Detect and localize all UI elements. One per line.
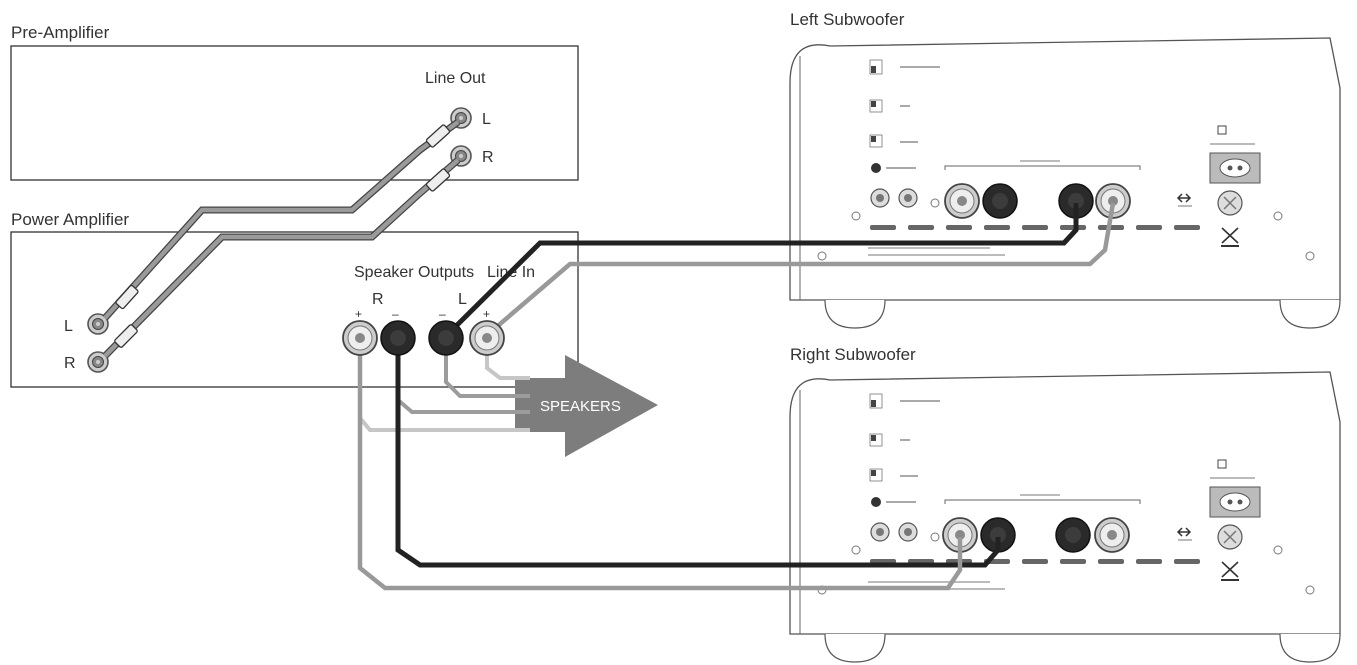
power-amp-input-right-label: R (64, 355, 76, 372)
left-subwoofer-panel (789, 37, 1341, 329)
speaker-outputs-label: Speaker Outputs (354, 264, 474, 281)
power-amp-speaker-terminal-left-plus[interactable] (469, 320, 505, 356)
left-subwoofer-title: Left Subwoofer (790, 10, 905, 29)
power-amp-speaker-terminal-right-minus[interactable] (380, 320, 416, 356)
power-amplifier-title: Power Amplifier (11, 210, 129, 229)
speaker-output-left-label: L (458, 291, 467, 308)
power-amplifier-panel (10, 231, 579, 388)
right-subwoofer-panel (789, 371, 1341, 663)
line-out-right-label: R (482, 149, 494, 166)
power-amp-input-left-label: L (64, 318, 73, 335)
power-amp-speaker-terminal-left-minus[interactable] (428, 320, 464, 356)
pre-amplifier-panel (10, 45, 579, 181)
line-out-label: Line Out (425, 70, 486, 87)
interconnect-cables (102, 119, 461, 359)
speaker-wires (358, 350, 530, 432)
right-subwoofer-title: Right Subwoofer (790, 345, 916, 364)
interconnect-cable-left (102, 119, 461, 321)
pre-amplifier-title: Pre-Amplifier (11, 23, 110, 42)
speakers-arrow (515, 355, 658, 457)
line-out-left-label: L (482, 111, 491, 128)
plus-label-left: + (483, 307, 490, 321)
speaker-output-right-label: R (372, 291, 384, 308)
minus-label-right: – (392, 307, 399, 321)
power-amp-speaker-terminal-right-plus[interactable] (342, 320, 378, 356)
plus-label-right: + (355, 307, 362, 321)
speakers-label: SPEAKERS (540, 398, 621, 415)
minus-label-left: – (439, 307, 446, 321)
